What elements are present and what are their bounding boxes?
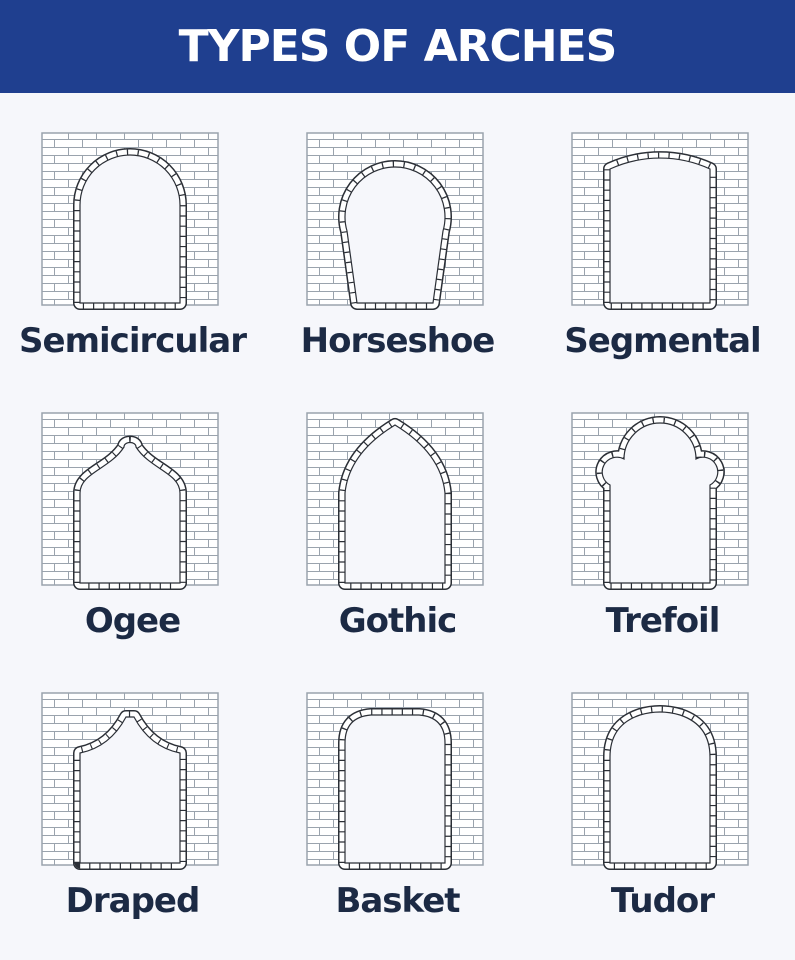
- arch-opening: [344, 424, 446, 584]
- arch-card-segmental: Segmental: [530, 93, 795, 373]
- arch-opening: [79, 441, 181, 584]
- arch-draped-illustration: [41, 692, 219, 870]
- arch-card-basket: Basket: [265, 653, 530, 933]
- arch-semicircular-illustration: [41, 132, 219, 310]
- arch-label: Segmental: [564, 321, 761, 361]
- arch-card-ogee: Ogee: [0, 373, 265, 653]
- arch-label: Horseshoe: [300, 321, 496, 361]
- arch-segmental-illustration: [571, 132, 749, 310]
- arch-gothic-illustration: [306, 412, 484, 590]
- arch-tudor-illustration: [571, 692, 749, 870]
- arch-label: Trefoil: [605, 601, 721, 641]
- arch-card-draped: Draped: [0, 653, 265, 933]
- arch-card-horseshoe: Horseshoe: [265, 93, 530, 373]
- arch-opening: [79, 716, 181, 864]
- arch-opening: [609, 711, 711, 864]
- arch-card-trefoil: Trefoil: [530, 373, 795, 653]
- arch-label: Basket: [335, 881, 460, 921]
- arch-opening: [601, 422, 719, 584]
- arch-opening: [344, 166, 446, 304]
- arch-label: Ogee: [84, 601, 181, 641]
- arch-label: Semicircular: [19, 321, 247, 361]
- arch-label: Gothic: [338, 601, 458, 641]
- arch-card-semicircular: Semicircular: [0, 93, 265, 373]
- arch-card-tudor: Tudor: [530, 653, 795, 933]
- arch-card-gothic: Gothic: [265, 373, 530, 653]
- arch-opening: [344, 714, 446, 864]
- arch-trefoil-illustration: [571, 412, 749, 590]
- arch-label: Tudor: [610, 881, 715, 921]
- arch-horseshoe-illustration: [306, 132, 484, 310]
- arch-basket-illustration: [306, 692, 484, 870]
- arch-opening: [609, 157, 711, 304]
- arch-label: Draped: [65, 881, 201, 921]
- arch-ogee-illustration: [41, 412, 219, 590]
- title-banner: TYPES OF ARCHES: [0, 0, 795, 93]
- page-title: TYPES OF ARCHES: [178, 21, 618, 72]
- arch-opening: [79, 154, 181, 304]
